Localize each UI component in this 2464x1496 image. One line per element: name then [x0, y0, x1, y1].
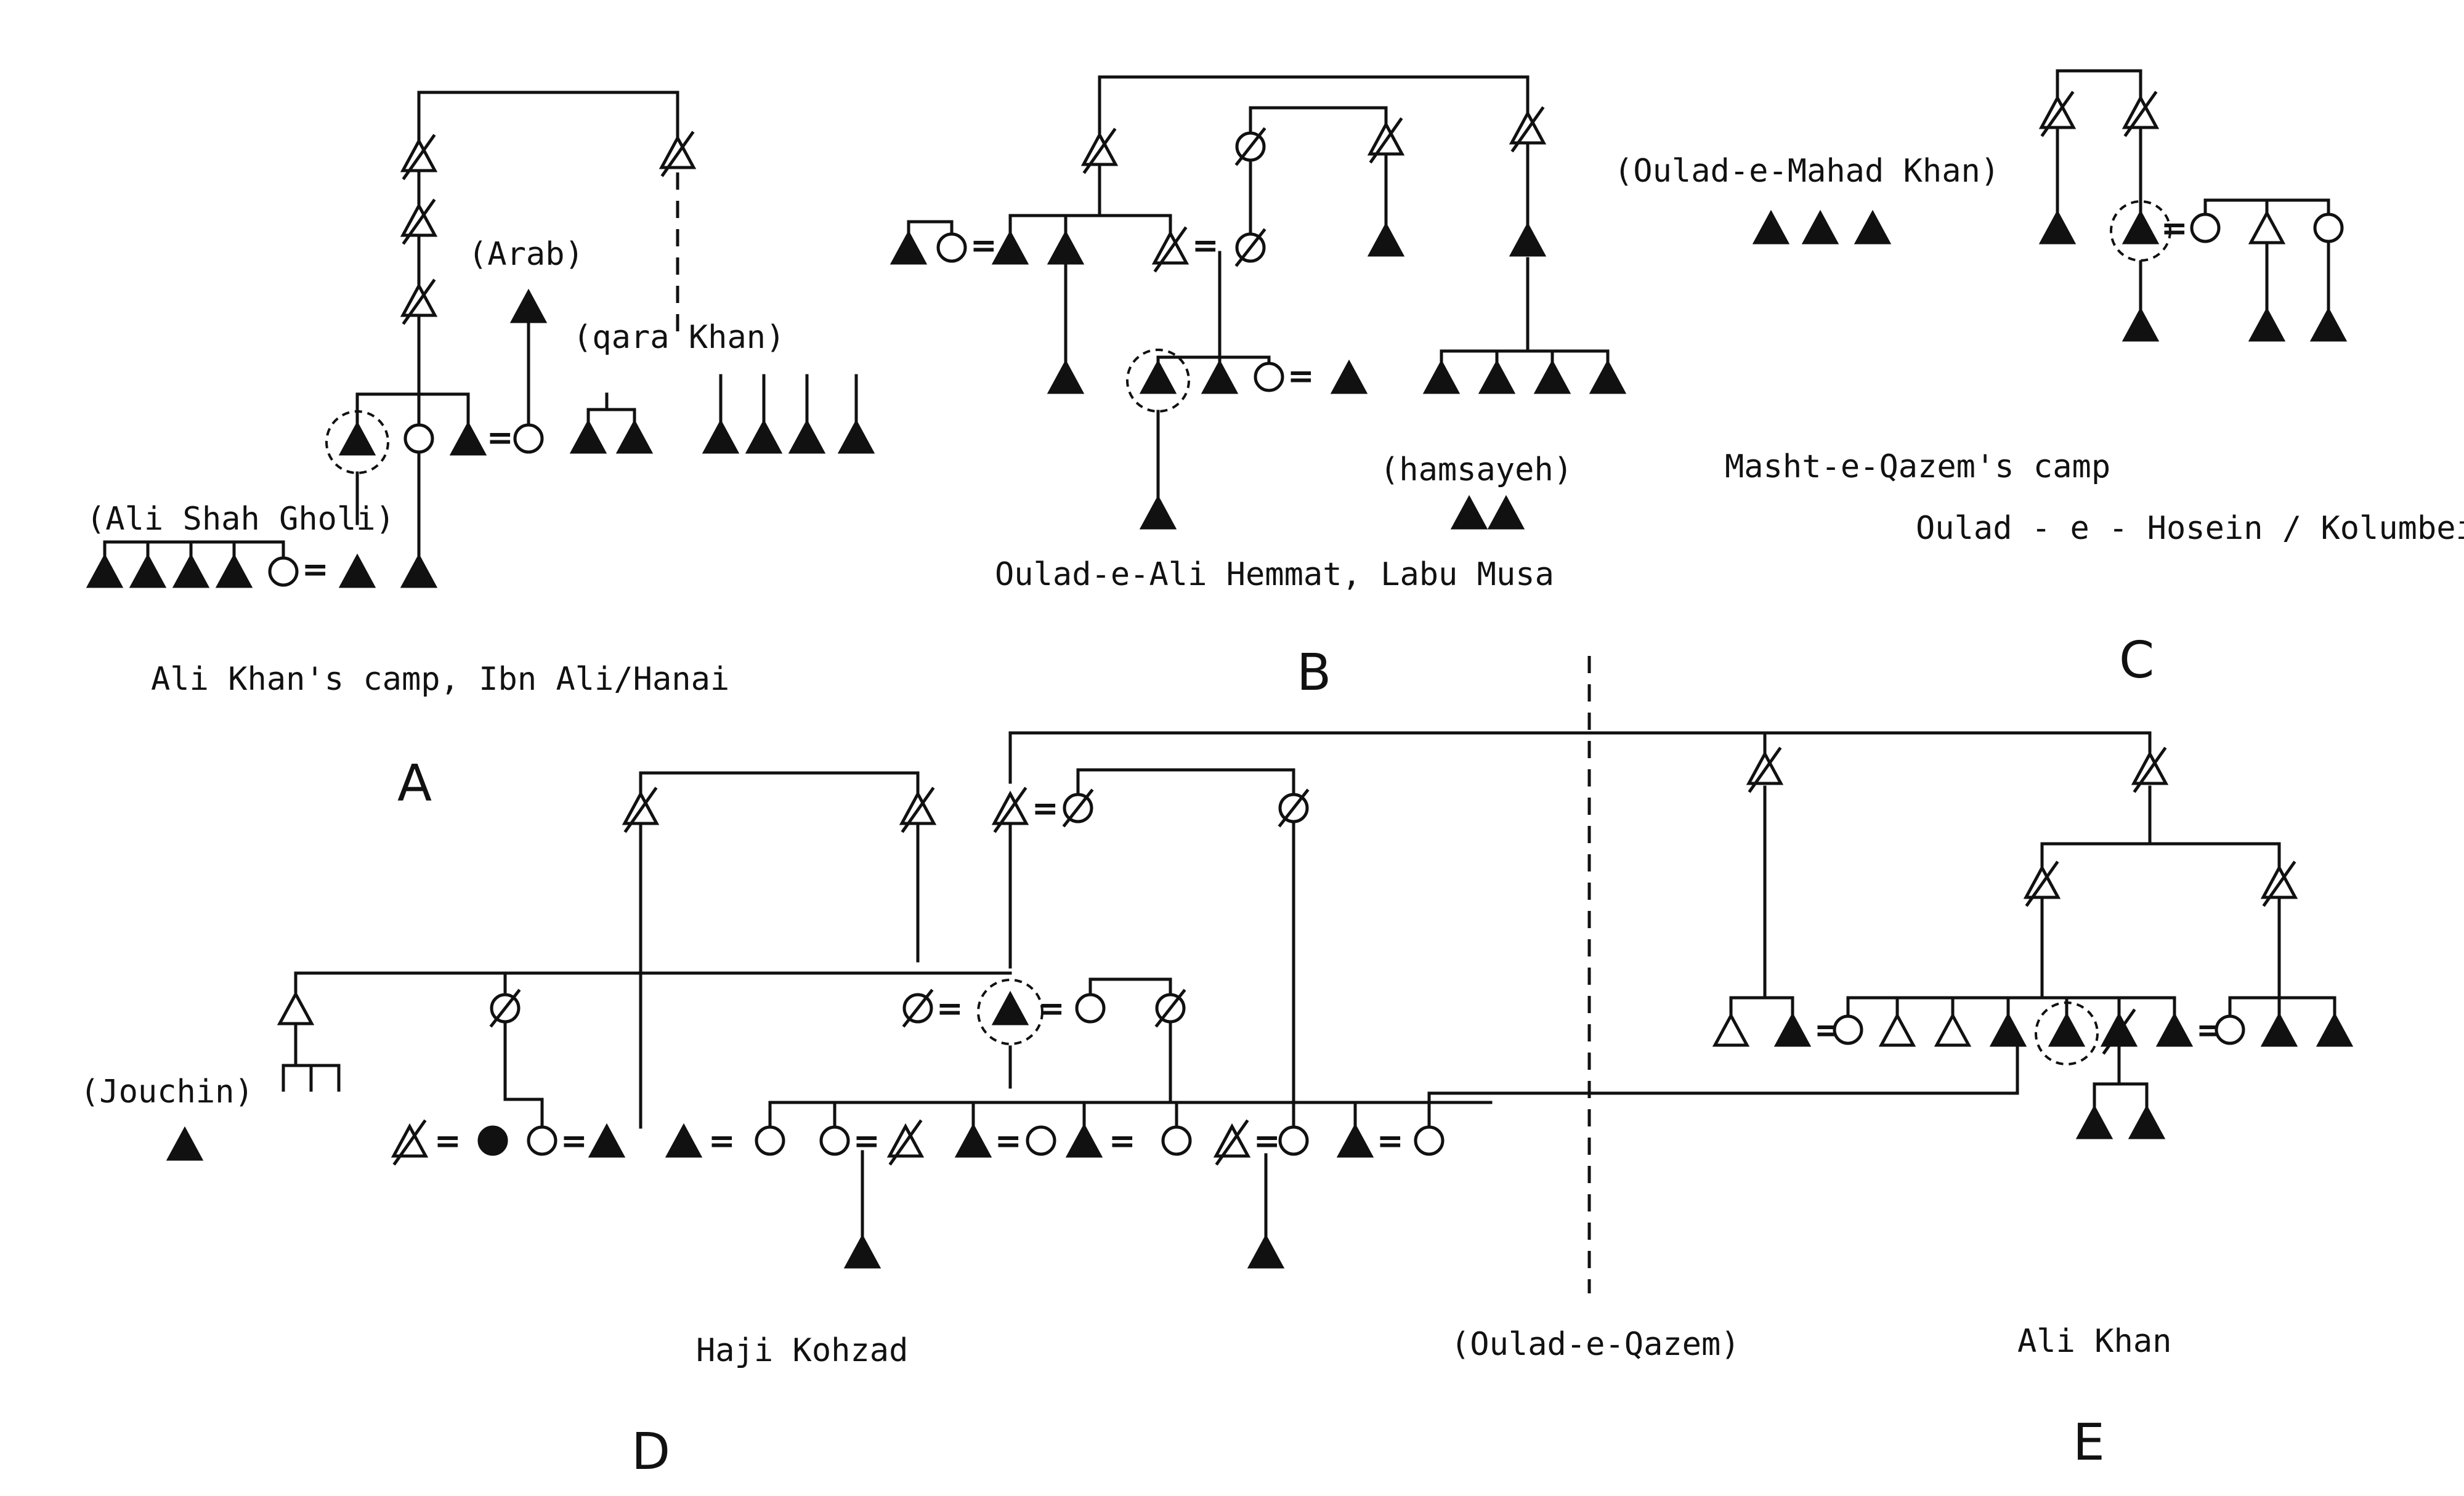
svg-text:=: =: [1377, 1123, 1404, 1160]
panel-e-letter: E: [2073, 1413, 2105, 1472]
svg-text:=: =: [1109, 1123, 1136, 1160]
panel-d-caption: Haji Kohzad: [696, 1332, 908, 1369]
panel-e-oulad-qazem-label: (Oulad-e-Qazem): [1451, 1326, 1740, 1363]
panel-a-caption: Ali Khan's camp, Ibn Ali/Hanai: [151, 661, 729, 698]
svg-text:=: =: [1038, 990, 1065, 1027]
panel-c-subcaption: Oulad - e - Hosein / Kolumbei: [1916, 510, 2464, 547]
svg-text:=: =: [302, 551, 329, 588]
panel-d-diagram: = = =: [169, 731, 2152, 1267]
panel-d-letter: D: [631, 1423, 670, 1481]
panel-a-ali-shah-gholi-label: (Ali Shah Gholi): [86, 501, 395, 538]
svg-text:=: =: [853, 1123, 880, 1160]
panel-c-caption: Masht-e-Qazem's camp: [1725, 448, 2110, 485]
panel-a-qara-khan-label: (qara Khan): [573, 319, 785, 356]
panel-a-letter: A: [397, 754, 432, 813]
panel-a-diagram: = =: [89, 91, 872, 588]
panel-e-caption: Ali Khan: [2017, 1323, 2171, 1360]
panel-a-arab-label: (Arab): [468, 236, 584, 273]
svg-text:=: =: [1032, 790, 1059, 827]
panel-c-mahad-khan-label: (Oulad-e-Mahad Khan): [1614, 153, 2000, 190]
svg-text:=: =: [970, 227, 997, 264]
svg-text:=: =: [2161, 210, 2188, 247]
svg-text:=: =: [561, 1123, 588, 1160]
panel-b-hamsayeh-label: (hamsayeh): [1380, 451, 1573, 488]
panel-d-jouchin-label: (Jouchin): [80, 1073, 254, 1110]
panel-b-letter: B: [1297, 644, 1331, 702]
svg-text:=: =: [936, 990, 963, 1027]
svg-text:=: =: [708, 1123, 736, 1160]
svg-text:=: =: [1287, 358, 1315, 395]
panel-e-diagram: = =: [1715, 731, 2351, 1138]
panel-c-diagram: =: [1755, 69, 2344, 340]
panel-b-caption: Oulad-e-Ali Hemmat, Labu Musa: [995, 556, 1554, 593]
svg-text:=: =: [487, 419, 514, 456]
panel-c-letter: C: [2119, 631, 2154, 690]
svg-text:=: =: [434, 1123, 461, 1160]
svg-text:=: =: [995, 1123, 1022, 1160]
svg-text:=: =: [1192, 227, 1219, 264]
panel-b-diagram: = = =: [893, 75, 1624, 528]
